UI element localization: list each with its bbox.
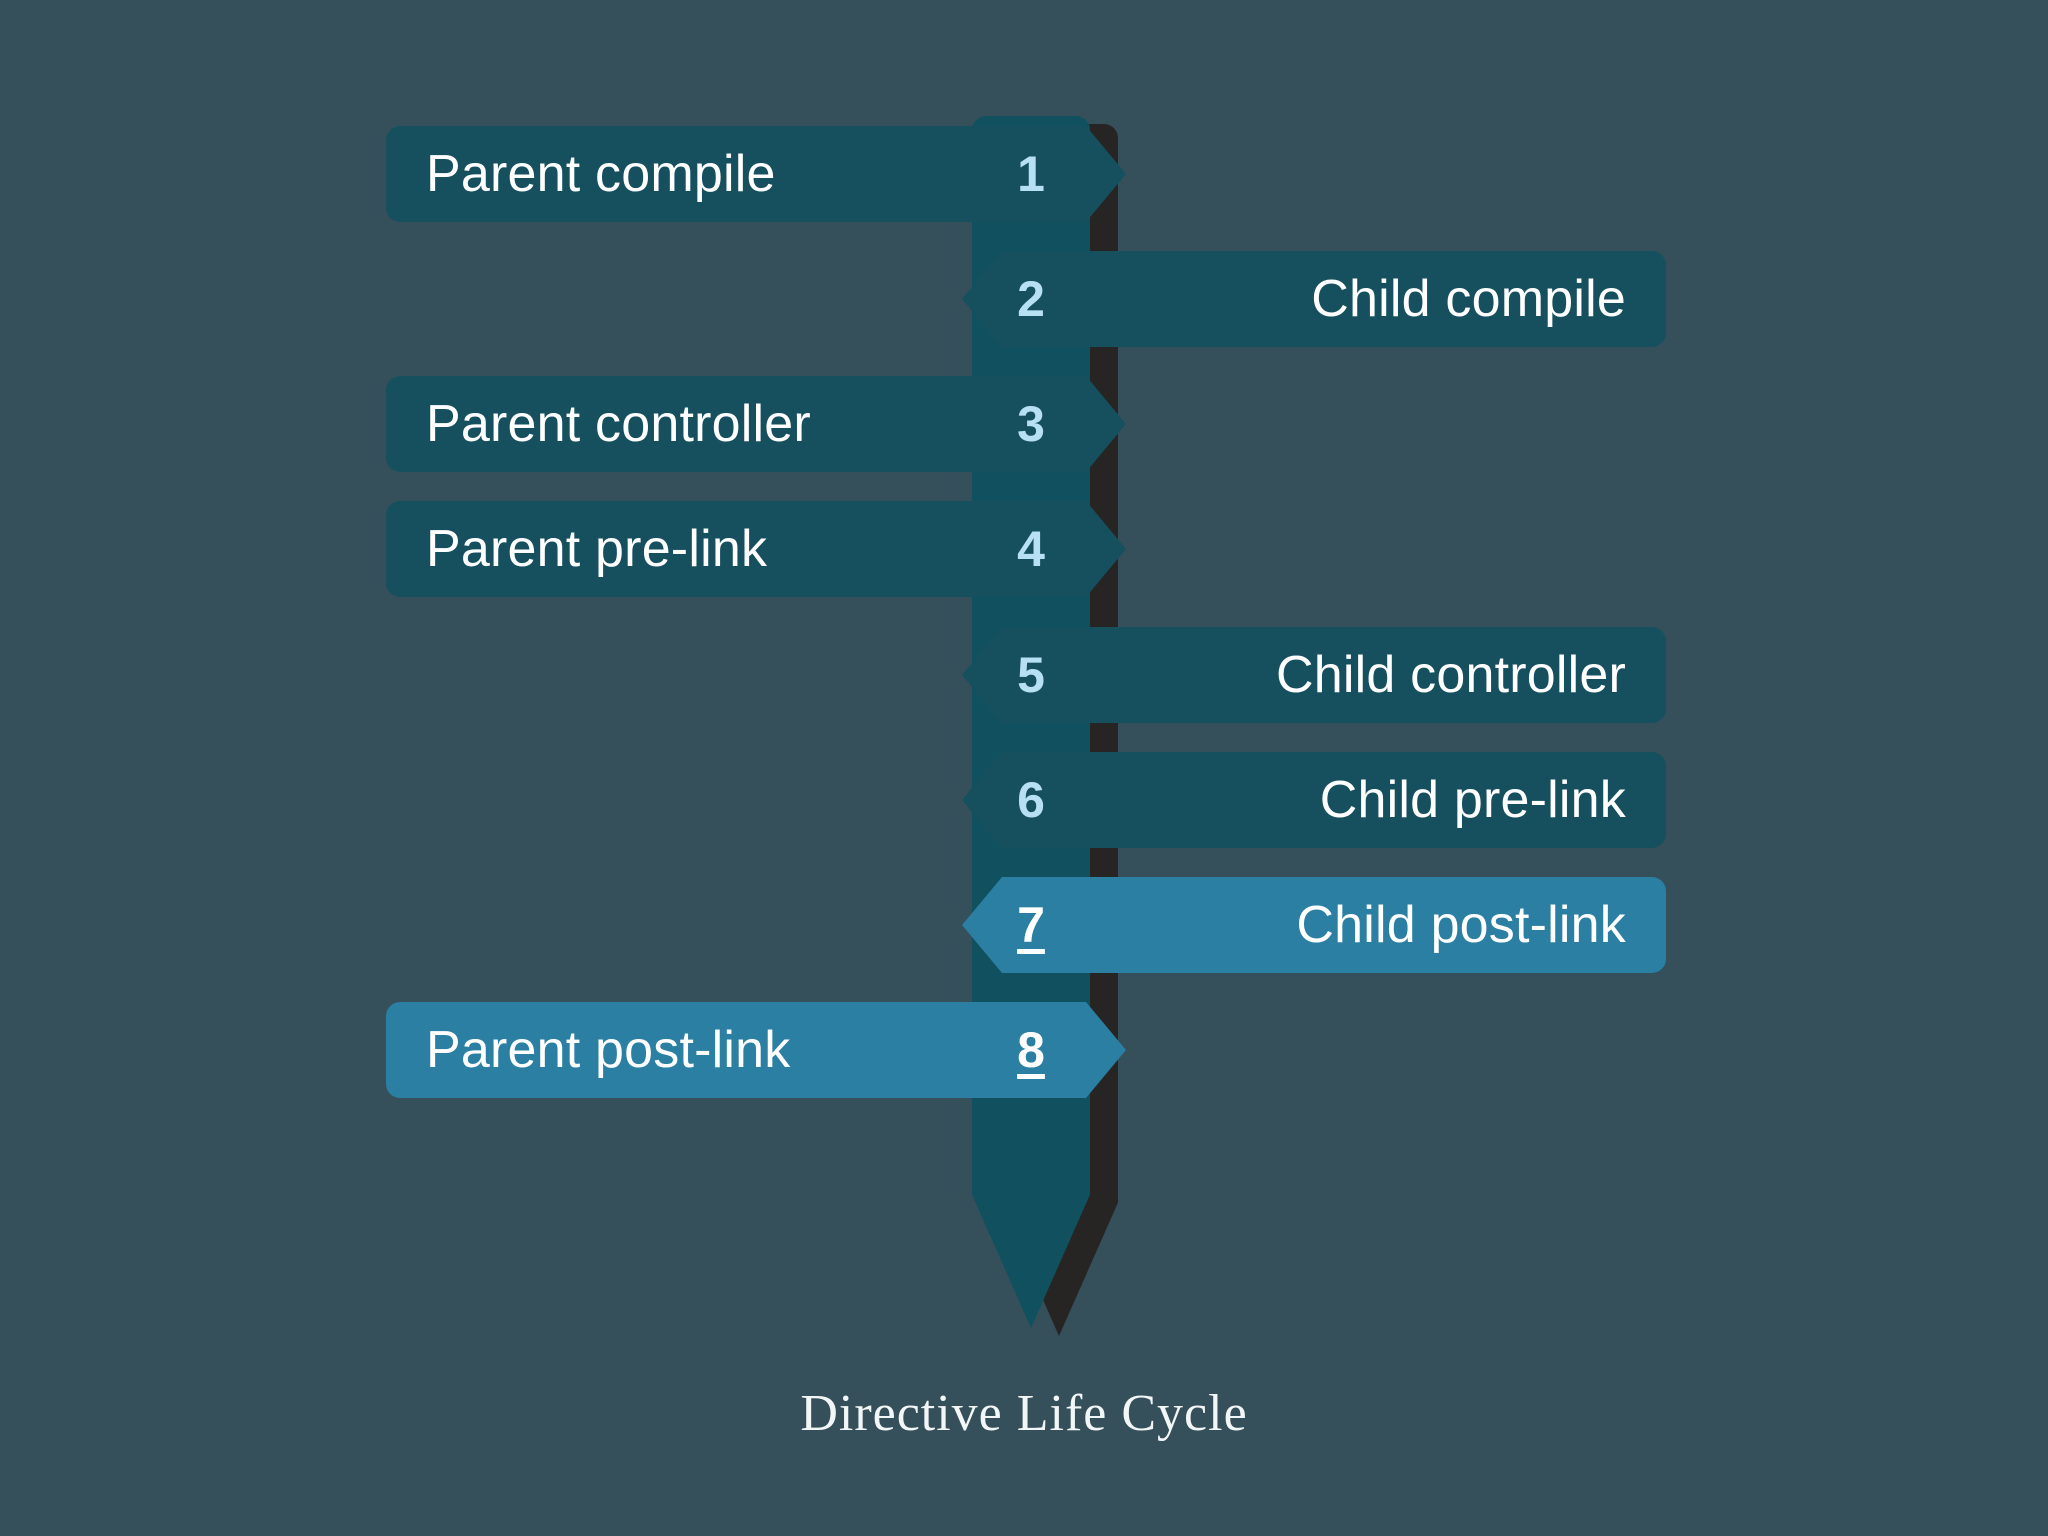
step-bar-7 xyxy=(962,877,1666,973)
step-bar-5 xyxy=(962,627,1666,723)
step-label: Child pre-link xyxy=(1319,771,1626,829)
step-bar-6 xyxy=(962,752,1666,848)
step-bar-4 xyxy=(386,501,1126,597)
step-label: Child controller xyxy=(1275,646,1626,704)
step-label: Parent compile xyxy=(426,145,776,203)
lifecycle-step-row[interactable]: Parent controller xyxy=(386,376,1126,472)
lifecycle-step-row[interactable]: Child controller xyxy=(962,627,1666,723)
lifecycle-step-row[interactable]: Parent pre-link xyxy=(386,501,1126,597)
lifecycle-step-row[interactable]: Child compile xyxy=(962,251,1666,347)
step-label: Child compile xyxy=(1311,270,1626,328)
diagram-caption: Directive Life Cycle xyxy=(800,1385,1248,1442)
step-label: Child post-link xyxy=(1296,896,1626,954)
step-bar-3 xyxy=(386,376,1126,472)
lifecycle-step-row[interactable]: Child post-link xyxy=(962,877,1666,973)
lifecycle-step-row[interactable]: Child pre-link xyxy=(962,752,1666,848)
step-bar-1 xyxy=(386,126,1126,222)
step-label: Parent controller xyxy=(426,395,811,453)
lifecycle-step-row[interactable]: Parent compile xyxy=(386,126,1126,222)
step-label: Parent post-link xyxy=(426,1021,791,1079)
step-bar-2 xyxy=(962,251,1666,347)
step-bar-8 xyxy=(386,1002,1126,1098)
lifecycle-step-row[interactable]: Parent post-link xyxy=(386,1002,1126,1098)
step-label: Parent pre-link xyxy=(426,520,768,578)
